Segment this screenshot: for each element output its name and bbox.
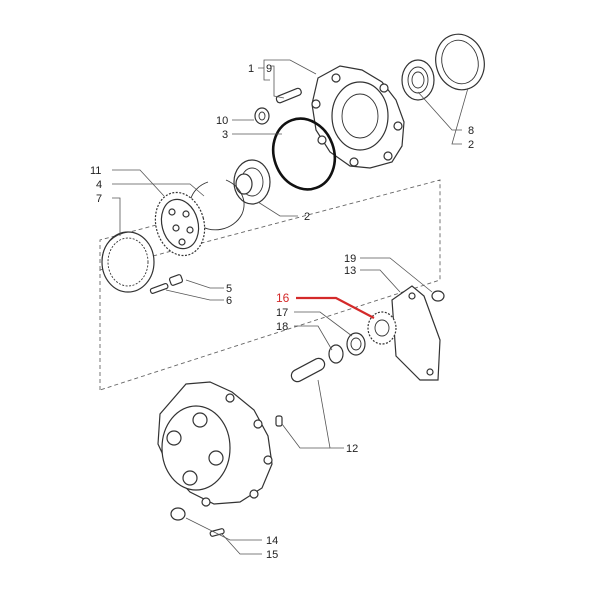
label-4: 4 xyxy=(96,179,102,191)
label-2-top: 2 xyxy=(468,139,474,151)
leader-lines xyxy=(112,59,469,555)
label-14: 14 xyxy=(266,535,278,547)
label-15: 15 xyxy=(266,549,278,561)
bushing-10 xyxy=(254,107,270,125)
screw-5 xyxy=(168,274,184,286)
label-1: 1 xyxy=(248,63,254,75)
label-6: 6 xyxy=(226,295,232,307)
bearing-8 xyxy=(401,59,435,101)
label-12: 12 xyxy=(346,443,358,455)
shaft-12 xyxy=(290,357,326,383)
label-16: 16 xyxy=(276,291,290,305)
plate-13 xyxy=(391,285,441,381)
label-5: 5 xyxy=(226,283,232,295)
o-ring-3 xyxy=(271,117,337,191)
plug-14 xyxy=(170,507,186,521)
label-7: 7 xyxy=(96,193,102,205)
gear-16 xyxy=(367,311,397,345)
label-2-mid: 2 xyxy=(304,211,310,223)
hub-flange xyxy=(311,65,405,169)
washer-18 xyxy=(328,344,344,364)
label-9: 9 xyxy=(266,63,272,75)
bolt-12 xyxy=(275,415,283,427)
label-10: 10 xyxy=(216,115,228,127)
screw-6 xyxy=(149,283,169,294)
planet-carrier-11 xyxy=(154,191,206,257)
screw-15 xyxy=(209,528,225,537)
label-11: 11 xyxy=(90,165,101,177)
label-3: 3 xyxy=(222,129,228,141)
housing xyxy=(157,381,273,507)
assembly-boundary xyxy=(99,179,441,391)
needle-bearing-17 xyxy=(346,332,366,356)
ring-gear-7 xyxy=(101,231,155,293)
label-13: 13 xyxy=(344,265,356,277)
highlight-leader-16 xyxy=(296,296,375,319)
bearing-cone-2 xyxy=(233,159,271,205)
seal-ring-2-top xyxy=(435,33,485,91)
label-19: 19 xyxy=(344,253,356,265)
pin-9 xyxy=(275,87,302,104)
label-8: 8 xyxy=(468,125,474,137)
clip-19 xyxy=(431,290,445,302)
label-18: 18 xyxy=(276,321,288,333)
label-17: 17 xyxy=(276,307,288,319)
